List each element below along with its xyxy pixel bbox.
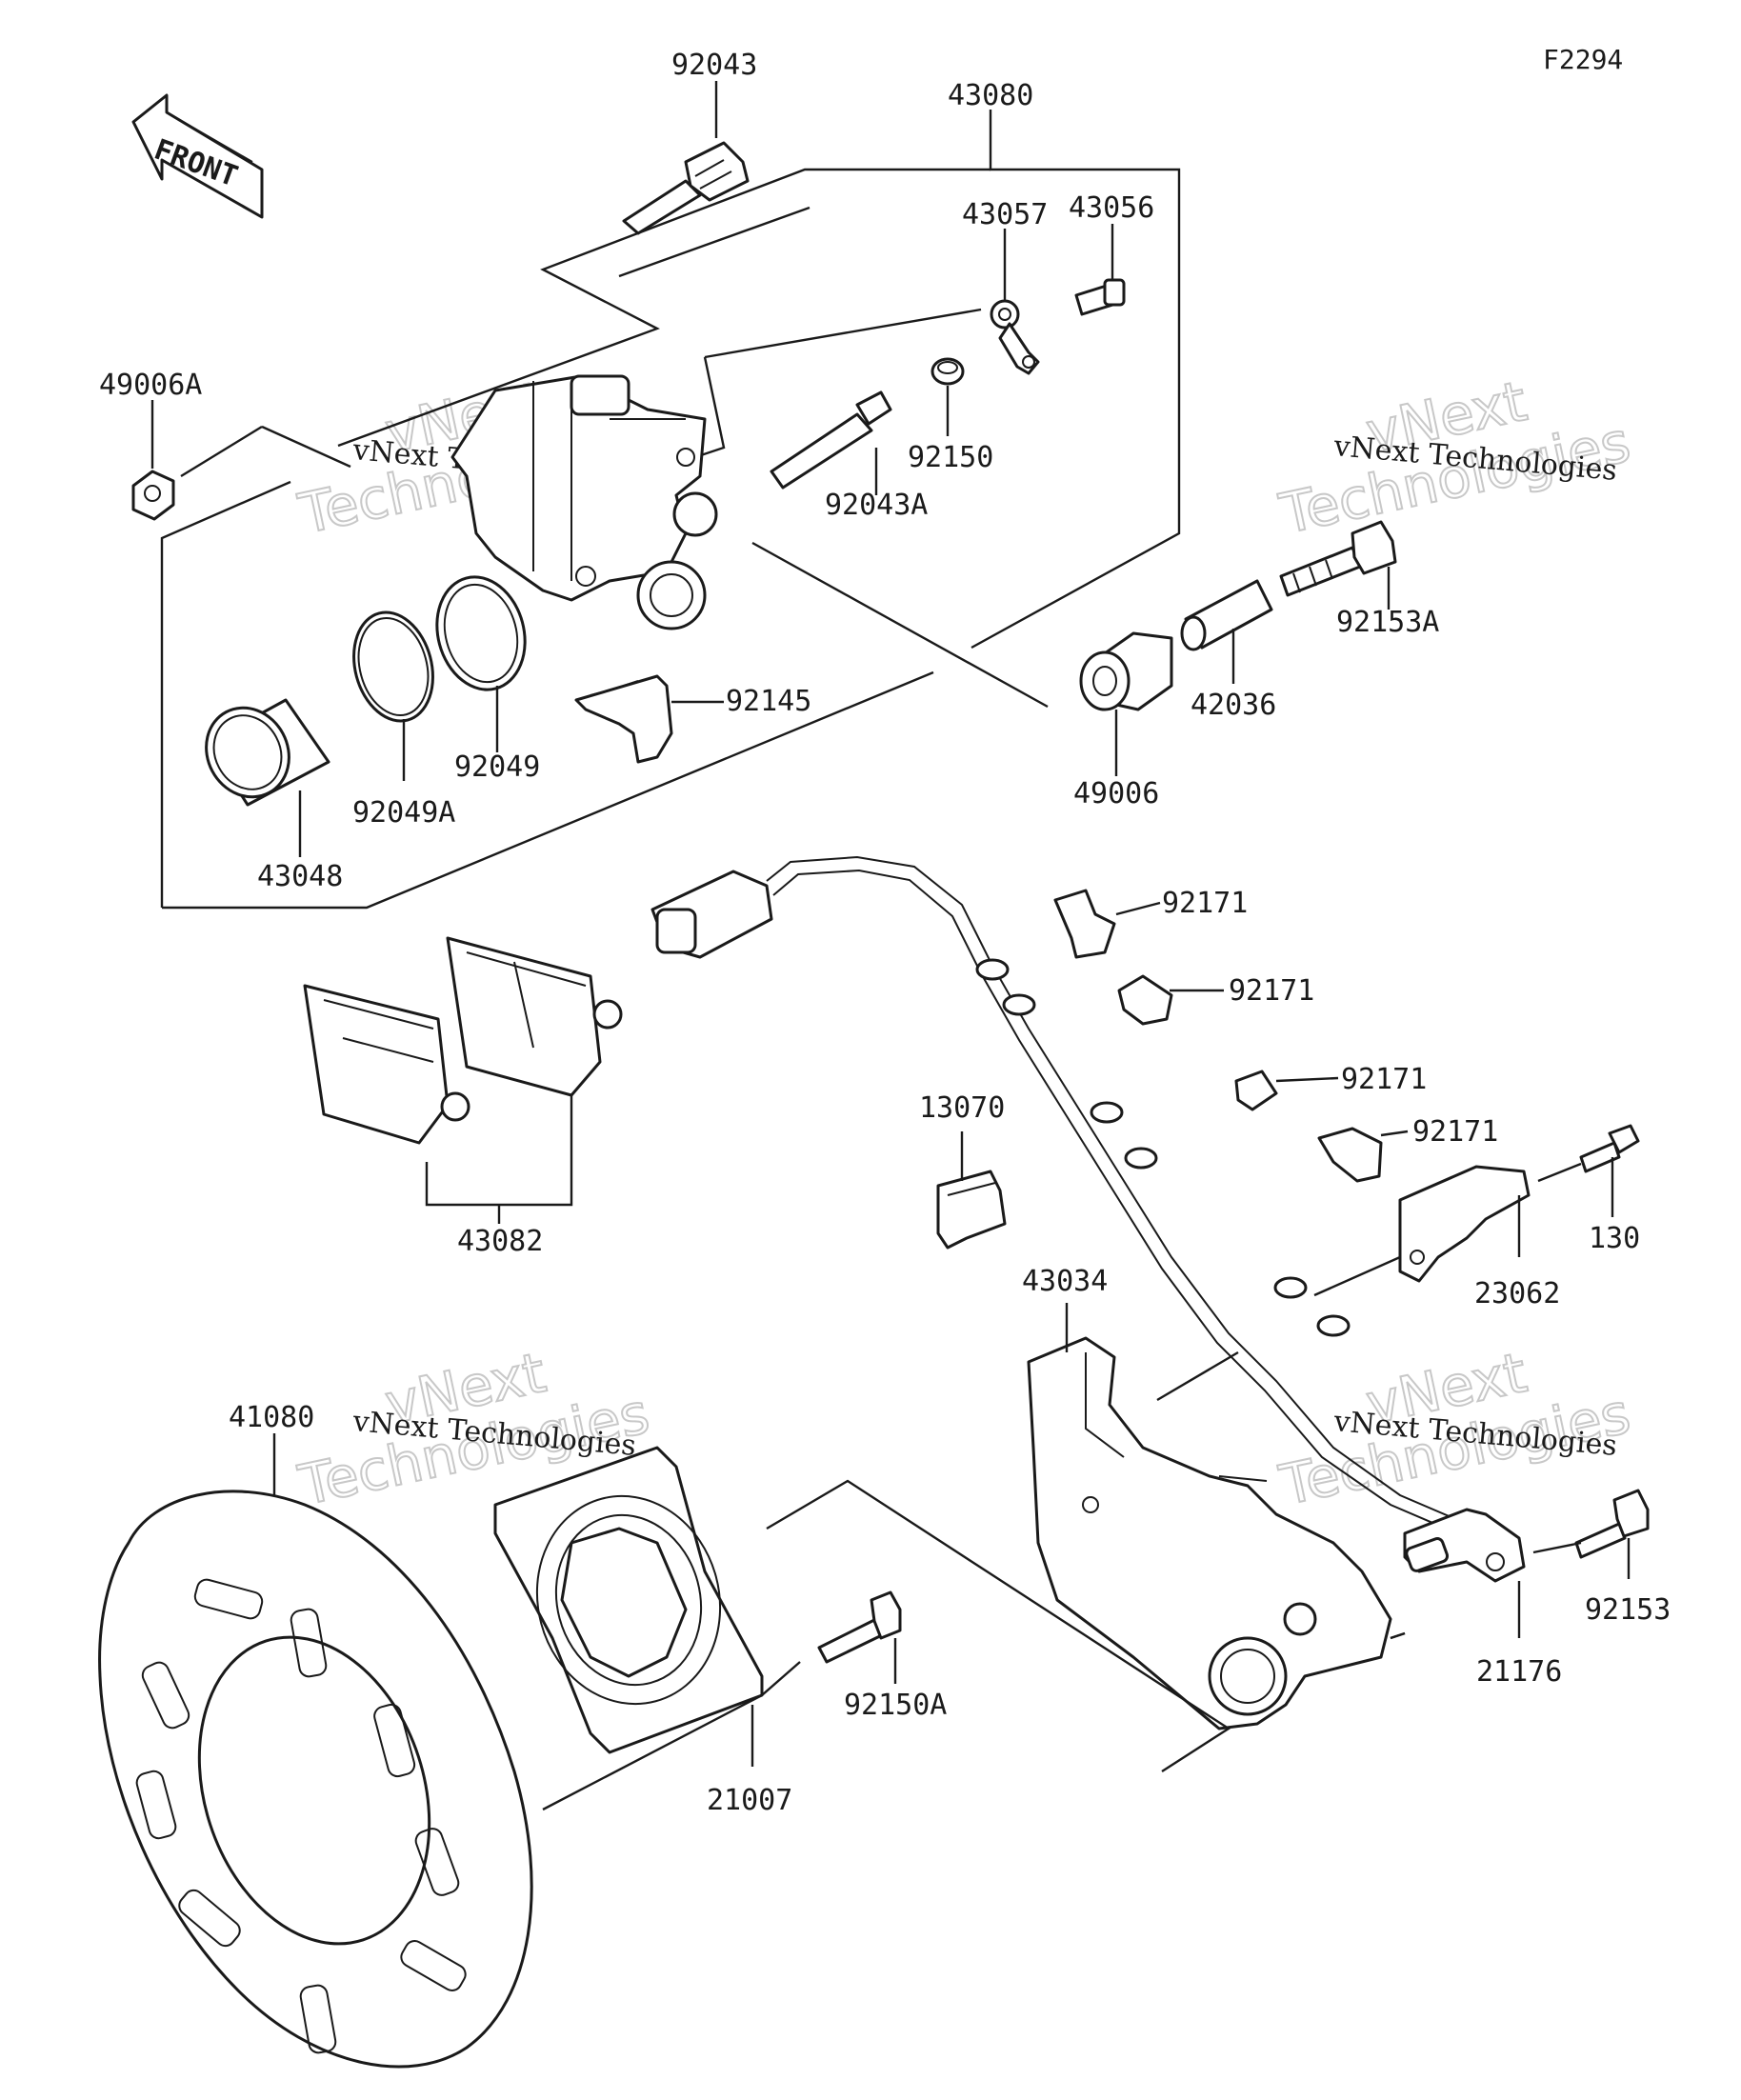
label-41080: 41080 <box>229 1401 314 1434</box>
front-arrow-icon: FRONT <box>131 93 264 219</box>
label-92145: 92145 <box>726 685 811 718</box>
abs-rotor-21007 <box>493 1446 764 1754</box>
bleeder-bracket-43057 <box>990 299 1040 375</box>
bolt-92150A <box>817 1590 902 1664</box>
nut-49006A <box>131 470 175 521</box>
assembly-outline <box>160 168 1181 910</box>
label-92171-b: 92171 <box>1229 974 1314 1008</box>
abs-sensor-harness <box>650 855 1468 1534</box>
label-92049: 92049 <box>454 750 540 784</box>
label-92150A: 92150A <box>844 1689 947 1722</box>
label-92043A: 92043A <box>825 489 928 522</box>
part-labels: 92043 43080 43057 43056 49006A 92150 920… <box>99 49 1671 1817</box>
brake-disc-41080 <box>98 1490 533 2069</box>
diagram-code: F2294 <box>1543 44 1623 75</box>
piston-43048 <box>205 698 330 807</box>
label-23062: 23062 <box>1474 1277 1560 1310</box>
label-92171-c: 92171 <box>1341 1063 1427 1096</box>
clip-92171-b <box>1117 974 1173 1026</box>
leader-lines <box>150 81 1631 1811</box>
clip-92171-d <box>1317 1127 1383 1183</box>
label-21007: 21007 <box>707 1784 792 1817</box>
label-42036: 42036 <box>1191 689 1276 722</box>
pin-92043A <box>770 390 892 490</box>
bolt-92153A <box>1279 520 1397 597</box>
spring-92145 <box>574 674 673 764</box>
label-92043: 92043 <box>671 49 757 82</box>
label-92171-d: 92171 <box>1412 1115 1498 1149</box>
clip-13070 <box>936 1170 1007 1250</box>
label-43056: 43056 <box>1069 191 1154 225</box>
clip-92171-c <box>1234 1070 1278 1111</box>
label-92150: 92150 <box>908 441 993 474</box>
pin-92043 <box>622 141 750 235</box>
sleeve-42036 <box>1180 579 1273 651</box>
label-92171-a: 92171 <box>1162 887 1248 920</box>
label-92153A: 92153A <box>1336 606 1439 639</box>
label-13070: 13070 <box>919 1091 1005 1125</box>
sensor-21176 <box>1403 1508 1526 1583</box>
seal-92049 <box>435 575 527 691</box>
plug-92150 <box>931 357 965 386</box>
label-130: 130 <box>1589 1222 1640 1255</box>
seal-92049A <box>352 610 434 723</box>
label-49006: 49006 <box>1073 777 1159 810</box>
label-21176: 21176 <box>1476 1655 1562 1689</box>
bolt-92153 <box>1574 1489 1650 1559</box>
label-49006A: 49006A <box>99 369 202 402</box>
clip-92171-a <box>1053 889 1116 959</box>
bracket-23062 <box>1398 1165 1531 1283</box>
label-43082: 43082 <box>457 1225 543 1258</box>
label-92049A: 92049A <box>352 796 455 830</box>
caliper-bracket-43034 <box>1027 1336 1392 1730</box>
caliper-body <box>450 374 718 630</box>
label-92153: 92153 <box>1585 1593 1671 1627</box>
bleeder-valve-43056 <box>1074 278 1126 316</box>
pads-43082 <box>303 936 623 1145</box>
bolt-130 <box>1579 1124 1640 1173</box>
label-43057: 43057 <box>962 198 1048 231</box>
label-43034: 43034 <box>1022 1265 1108 1298</box>
boot-49006 <box>1079 631 1173 711</box>
label-43048: 43048 <box>257 860 343 893</box>
label-43080: 43080 <box>948 79 1033 112</box>
